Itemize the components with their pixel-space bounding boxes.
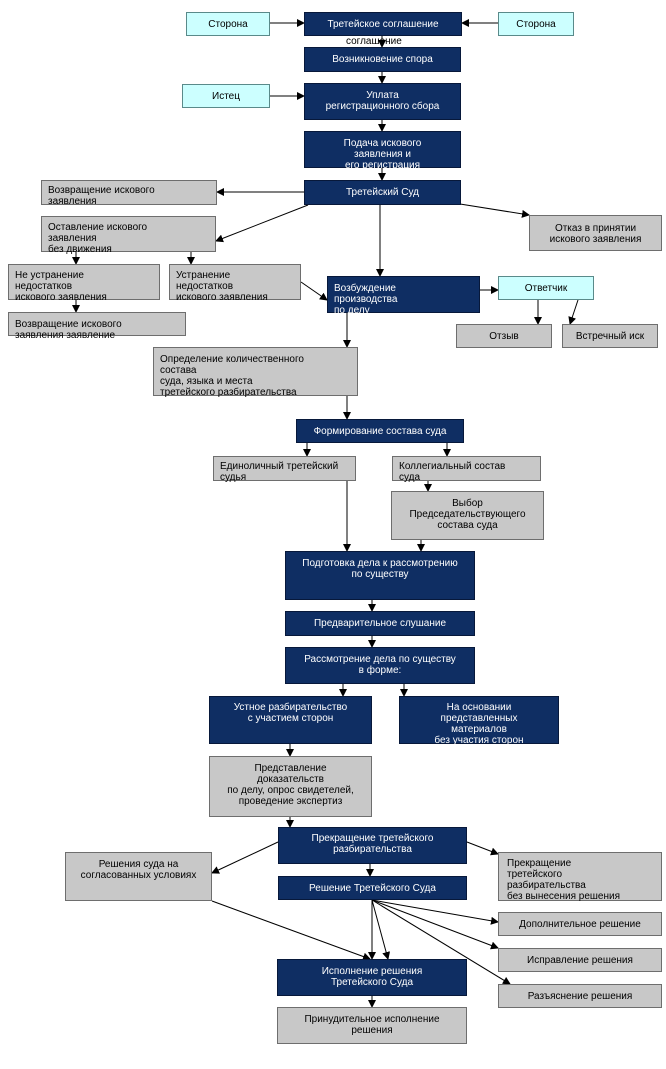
node-preliminary-hearing: Предварительное слушание [285, 611, 475, 636]
node-party-left: Сторона [186, 12, 270, 36]
node-enforced-execution: Принудительное исполнение решения [277, 1007, 467, 1044]
node-agreement: Третейское соглашение [304, 12, 462, 36]
node-chair-selection: Выбор Председательствующего состава суда [391, 491, 544, 540]
node-claim-filing: Подача искового заявления и его регистра… [304, 131, 461, 171]
arrow-respondent-counterclaim [568, 299, 579, 325]
arrow-decision-correction [371, 899, 499, 950]
arrow-decision-execution-2 [371, 899, 391, 960]
node-plaintiff: Истец [182, 84, 270, 108]
node-sole-arbitrator: Единоличный третейский судья [213, 456, 356, 483]
node-dispute: Возникновение спора [304, 47, 461, 72]
arrow-court-leave [215, 204, 309, 243]
arrow-decision-additional [371, 899, 499, 925]
arrow-termination-settlement [211, 841, 279, 874]
arrow-court-refusal [459, 203, 530, 218]
arrow-settlement-execution [211, 900, 371, 961]
node-arbitral-decision: Решение Третейского Суда [278, 876, 467, 900]
node-evidence: Представление доказательств по делу, опр… [209, 756, 372, 817]
node-counterclaim: Встречный иск [562, 324, 658, 348]
node-termination-no-decision: Прекращение третейского разбирательства … [498, 852, 662, 902]
node-leave-claim: Оставление искового заявления без движен… [41, 216, 216, 255]
node-written-proceedings: На основании представленных материалов б… [399, 696, 559, 746]
node-execution: Исполнение решения Третейского Суда [277, 959, 467, 996]
node-response: Отзыв [456, 324, 552, 348]
node-agreement-overflow-text: соглашение [346, 36, 402, 47]
node-collegial: Коллегиальный состав суда [392, 456, 541, 483]
node-proceedings: Возбуждение производства по делу [327, 276, 480, 316]
arrow-decision-clarification [371, 899, 511, 985]
node-additional-decision: Дополнительное решение [498, 912, 662, 936]
node-return-claim: Возвращение искового заявления [41, 180, 217, 207]
node-court: Третейский Суд [304, 180, 461, 205]
node-no-fix: Не устранение недостатков искового заявл… [8, 264, 160, 303]
node-oral-proceedings: Устное разбирательство с участием сторон [209, 696, 372, 744]
node-decision-clarification: Разъяснение решения [498, 984, 662, 1008]
node-merits: Рассмотрение дела по существу в форме: [285, 647, 475, 684]
node-settlement-decision: Решения суда на согласованных условиях [65, 852, 212, 901]
node-composition-definition: Определение количественного состава суда… [153, 347, 358, 398]
arrow-fix-proceedings [300, 281, 328, 301]
node-fee: Уплата регистрационного сбора [304, 83, 461, 120]
node-decision-correction: Исправление решения [498, 948, 662, 972]
node-fix: Устранение недостатков искового заявлени… [169, 264, 301, 303]
node-termination: Прекращение третейского разбирательства [278, 827, 467, 864]
node-respondent: Ответчик [498, 276, 594, 300]
node-refusal: Отказ в принятии искового заявления [529, 215, 662, 251]
node-preparation: Подготовка дела к рассмотрению по сущест… [285, 551, 475, 600]
node-return-claim-2: Возвращение искового заявления заявление [8, 312, 186, 341]
node-party-right: Сторона [498, 12, 574, 36]
arrow-termination-nodecision [466, 841, 499, 856]
node-formation: Формирование состава суда [296, 419, 464, 443]
